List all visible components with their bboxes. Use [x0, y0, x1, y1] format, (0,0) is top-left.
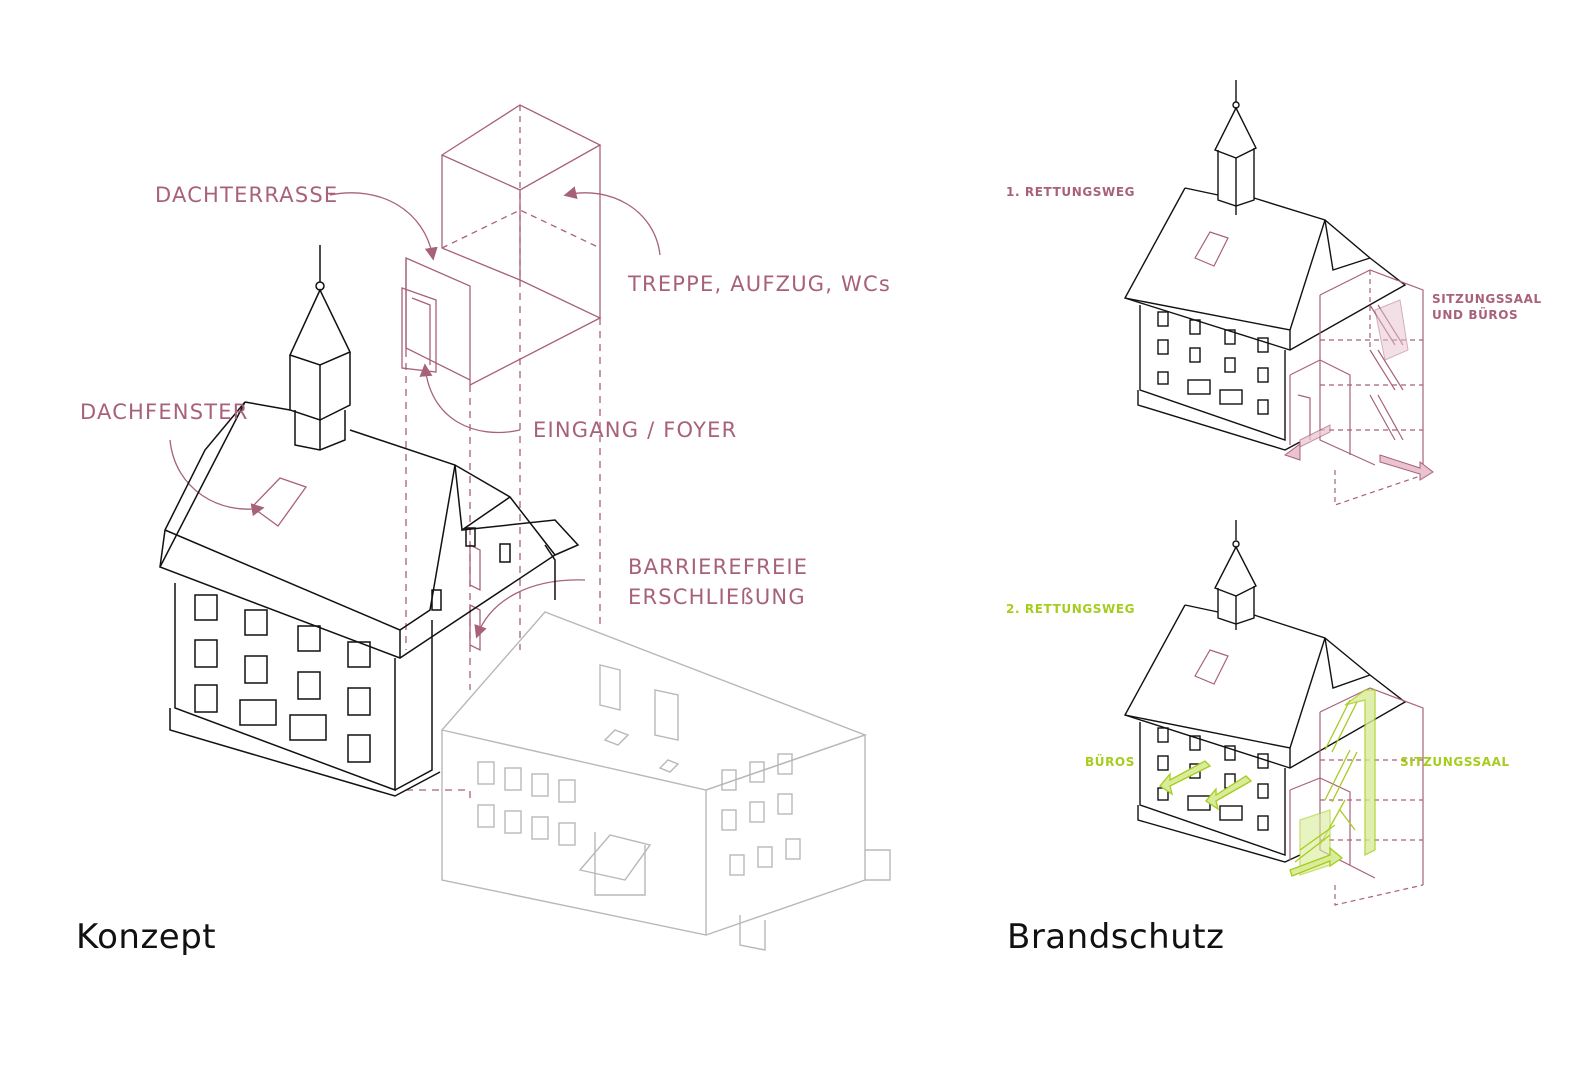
- main-building: [158, 245, 580, 797]
- label-erschliessung: ERSCHLIEßUNG: [628, 585, 806, 609]
- brandschutz-title: Brandschutz: [1007, 917, 1225, 957]
- label-dachterrasse: DACHTERRASSE: [155, 183, 339, 207]
- label-bueros: BÜROS: [1085, 755, 1135, 769]
- rettungsweg-2-arrows: [1159, 689, 1376, 877]
- rettungsweg-1-arrows: [1283, 299, 1434, 481]
- label-sitzungssaal-upper: SITZUNGSSAAL: [1432, 292, 1542, 306]
- label-barrierefreie: BARRIEREFREIE: [628, 555, 809, 579]
- label-treppe-aufzug-wcs: TREPPE, AUFZUG, WCs: [628, 272, 891, 296]
- label-und-bueros: UND BÜROS: [1432, 308, 1519, 322]
- label-rettungsweg-1: 1. RETTUNGSWEG: [1006, 185, 1136, 199]
- brandschutz-lower-building: [1123, 520, 1407, 863]
- konzept-arrows: [169, 186, 661, 639]
- label-sitzungssaal-lower: SITZUNGSSAAL: [1400, 755, 1510, 769]
- neighbor-building: [440, 611, 891, 951]
- new-stair-volume: [251, 104, 602, 800]
- brandschutz-upper-building: [1123, 80, 1407, 451]
- konzept-title: Konzept: [76, 917, 217, 957]
- label-rettungsweg-2: 2. RETTUNGSWEG: [1006, 602, 1136, 616]
- label-dachfenster: DACHFENSTER: [80, 400, 249, 424]
- label-eingang-foyer: EINGANG / FOYER: [533, 418, 738, 442]
